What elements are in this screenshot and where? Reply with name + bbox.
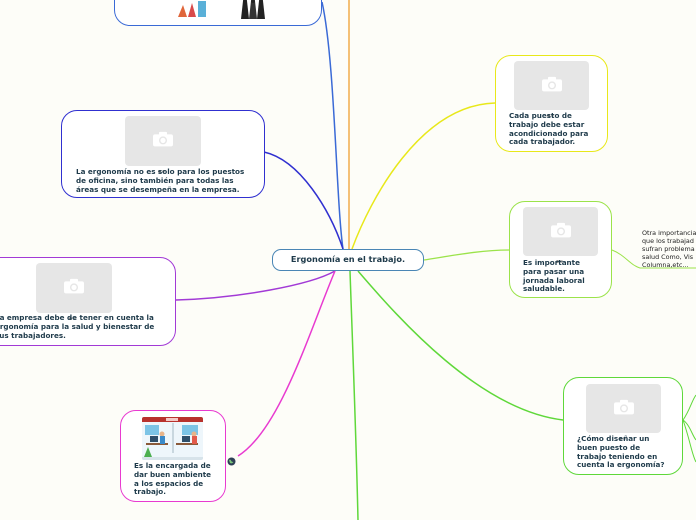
- placeholder-dots: [556, 248, 566, 251]
- central-topic[interactable]: Ergonomía en el trabajo.: [272, 249, 424, 271]
- node-text-clip: La empresa debe de tener en cuenta la er…: [1, 314, 171, 344]
- camera-icon: [152, 131, 174, 147]
- side-note-line: Columna,etc...: [642, 261, 688, 269]
- image-placeholder: [125, 116, 201, 166]
- placeholder-dots: [547, 102, 557, 105]
- node-company-health[interactable]: La empresa debe de tener en cuenta la er…: [0, 257, 176, 346]
- node-text: Cada puesto de trabajo debe estar acondi…: [509, 112, 597, 147]
- image-placeholder: [586, 384, 661, 433]
- camera-icon: [550, 222, 572, 238]
- node-text: La ergonomía no es solo para los puestos…: [76, 168, 256, 194]
- placeholder-dots: [158, 158, 168, 161]
- camera-icon: [63, 278, 85, 294]
- placeholder-dots: [619, 425, 629, 428]
- camera-icon: [613, 399, 635, 415]
- node-top-image[interactable]: [114, 0, 322, 26]
- image-placeholder: [514, 61, 589, 110]
- node-important-day[interactable]: Es importante para pasar una jornada lab…: [509, 201, 612, 298]
- node-good-environment[interactable]: Es la encargada de dar buen ambiente a l…: [120, 410, 226, 502]
- node-work-station[interactable]: Cada puesto de trabajo debe estar acondi…: [495, 55, 608, 152]
- node-text: Es importante para pasar una jornada lab…: [523, 259, 591, 294]
- node-not-only-office[interactable]: La ergonomía no es solo para los puestos…: [61, 110, 265, 198]
- image-placeholder: [36, 263, 112, 313]
- globe-icon[interactable]: [227, 451, 236, 460]
- node-text: Es la encargada de dar buen ambiente a l…: [134, 462, 214, 497]
- node-text: La empresa debe de tener en cuenta la er…: [0, 314, 167, 340]
- camera-icon: [541, 76, 563, 92]
- side-note: Otra importancia que los trabajad sufran…: [642, 229, 696, 273]
- placeholder-dots: [69, 305, 79, 308]
- node-text: ¿Cómo diseñar un buen puesto de trabajo …: [577, 435, 669, 470]
- illustration-image: [143, 0, 293, 21]
- node-design-question[interactable]: ¿Cómo diseñar un buen puesto de trabajo …: [563, 377, 683, 475]
- office-illustration: [142, 417, 203, 460]
- image-placeholder: [523, 207, 598, 256]
